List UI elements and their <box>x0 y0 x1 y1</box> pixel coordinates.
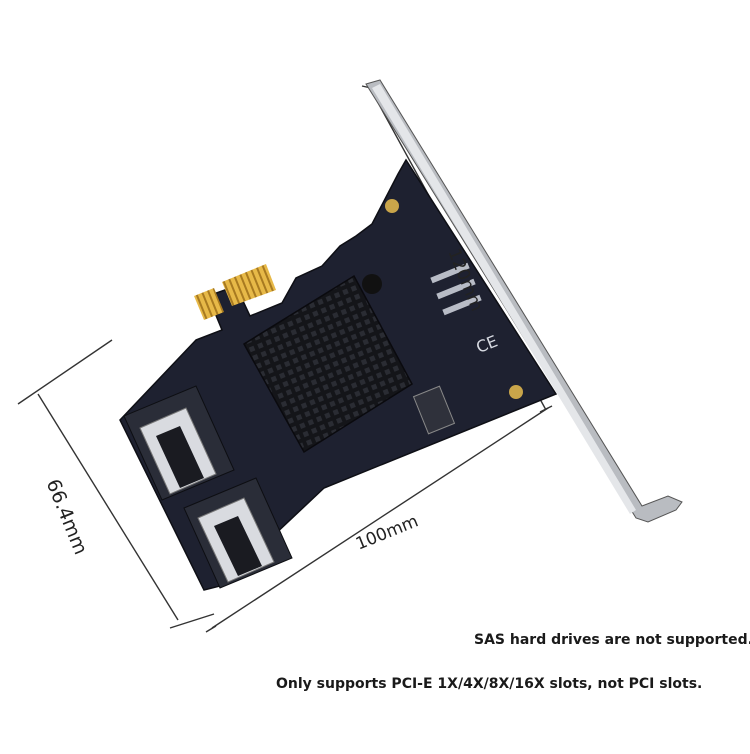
sff-connector-bottom <box>183 477 293 589</box>
board-components: CE <box>385 199 523 435</box>
sff-connector-top <box>123 385 235 501</box>
slot-compatibility-note: Only supports PCI-E 1X/4X/8X/16X slots, … <box>276 676 703 692</box>
metal-bracket <box>365 79 683 523</box>
heatsink <box>242 274 413 454</box>
sas-not-supported-note: SAS hard drives are not supported. <box>474 632 750 648</box>
